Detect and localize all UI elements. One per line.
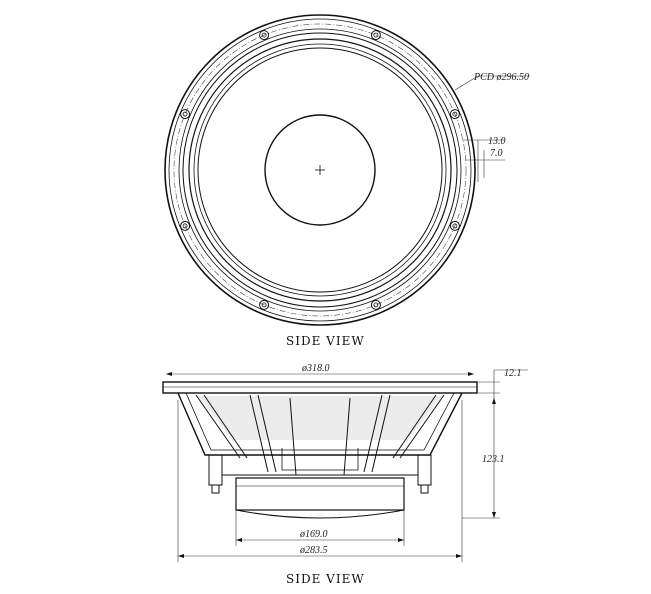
pcd-leader [454,75,479,91]
bottom-view-title: SIDE VIEW [286,572,365,586]
spoke-6b [399,394,445,459]
front-view: PCD ø296.50 13.0 7.0 [164,14,530,326]
magnet-back-curve [235,509,405,519]
dim-7-label: 7.0 [490,148,503,159]
cone-shading [198,396,442,440]
frame-outer-ring [164,14,476,326]
mounting-hole-inner [182,223,188,229]
spoke-1b [203,394,248,459]
mounting-hole-inner [182,111,188,117]
dust-cap [264,114,376,226]
mounting-hole [259,30,270,41]
mounting-hole-inner [261,32,267,38]
mounting-hole [449,220,460,231]
dim-12-label: 12.1 [504,368,522,379]
cone-inner-edge [197,47,443,293]
spoke-6 [392,394,437,459]
basket-spokes [195,394,445,476]
mounting-hole-inner [373,302,379,308]
dim-283-label: ø283.5 [299,545,328,556]
dim-123-arrow-bottom [492,512,496,518]
spider-area [281,448,359,471]
dim-169-label: ø169.0 [299,529,328,540]
dim-123-arrow-top [492,398,496,404]
mounting-hole [449,109,460,120]
spoke-1 [195,394,241,459]
basket-inner-profile [185,392,455,451]
dim-123-label: 123.1 [482,454,505,465]
mounting-holes [180,30,460,310]
basket-bottom-ring [221,454,419,476]
terminal-left [208,454,223,486]
mounting-flange [162,381,478,394]
mounting-hole-inner [261,302,267,308]
dim-318-arrow-left [166,372,172,376]
surround-outer [182,32,458,308]
cone-edge [193,43,447,297]
mounting-hole [180,220,191,231]
dim-169-arrow-right [398,538,404,542]
mounting-hole-inner [452,223,458,229]
spoke-3 [289,397,297,476]
terminal-left-tip [211,484,220,494]
magnet [235,477,405,511]
terminal-right [417,454,432,486]
mounting-hole-inner [373,32,379,38]
mounting-hole [370,30,381,41]
mounting-hole [259,299,270,310]
spoke-2b [257,394,277,473]
mounting-hole [180,109,191,120]
mounting-hole [370,299,381,310]
pcd-label: PCD ø296.50 [473,72,529,83]
dim-318-arrow-right [468,372,474,376]
mounting-hole-inner [452,111,458,117]
top-view-title: SIDE VIEW [286,334,365,348]
dim-283-arrow-right [456,554,462,558]
frame-ring-2 [168,18,472,322]
surround-ring [188,38,452,302]
pcd-circle [173,23,467,317]
terminal-right-tip [420,484,429,494]
side-view: ø318.0 12.1 [162,363,528,562]
spoke-4 [343,397,351,476]
dim-318-label: ø318.0 [301,363,330,374]
dim-169-arrow-left [236,538,242,542]
frame-ring-3 [178,28,462,312]
dim-13-label: 13.0 [488,136,506,147]
dim-283-arrow-left [178,554,184,558]
spoke-5 [363,394,383,473]
spoke-5b [371,394,391,473]
spoke-2 [249,394,269,473]
